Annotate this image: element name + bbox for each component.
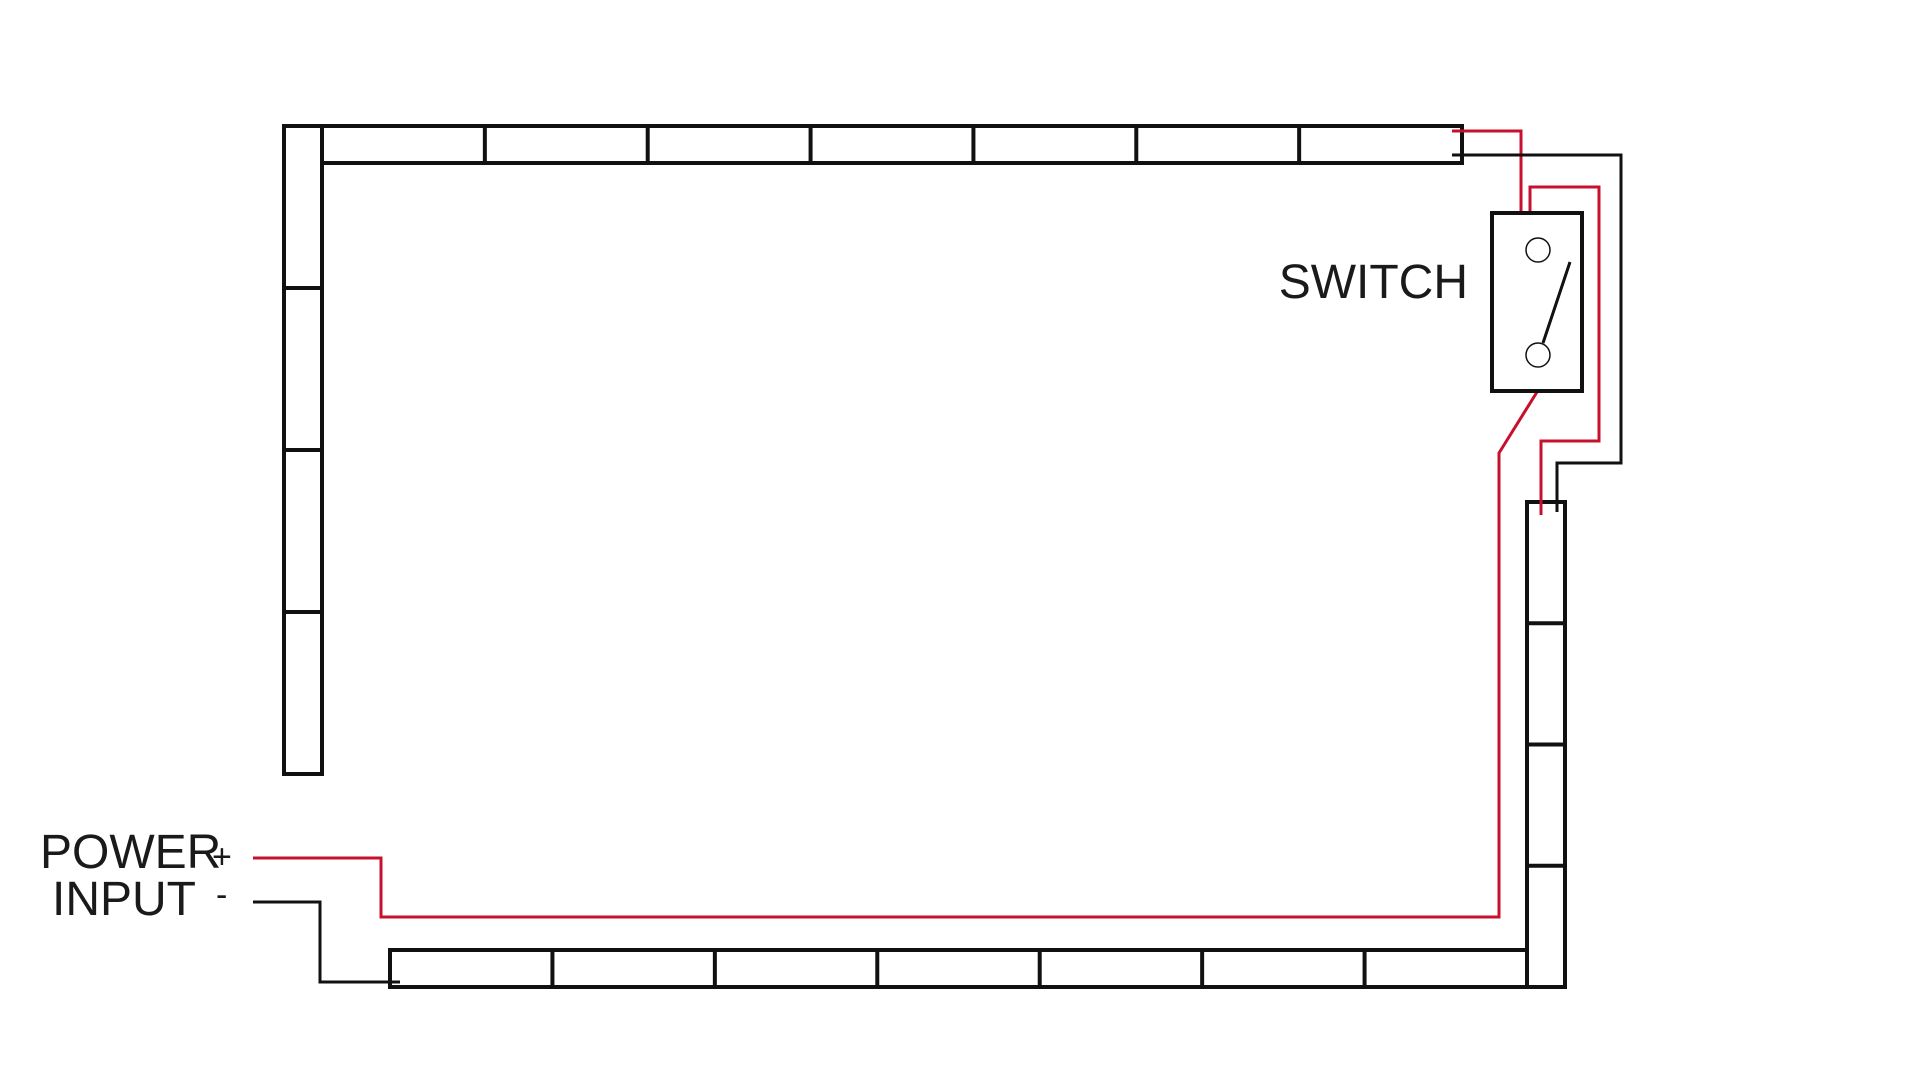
strip-dividers-left [284, 286, 322, 614]
negative-terminal-symbol: - [216, 876, 227, 914]
switch [1490, 211, 1584, 393]
strip-dividers-top [482, 126, 1302, 163]
strip-dividers-right [1527, 621, 1565, 868]
negative-wire-power-to-bottom-strip [253, 900, 400, 984]
led-strip-top [320, 124, 1464, 165]
switch-lever [1541, 261, 1572, 344]
led-strip-bottom [388, 948, 1529, 989]
positive-wire-switch-to-right-strip [1528, 185, 1601, 515]
positive-wire-top-to-switch [1452, 129, 1523, 213]
switch-top-terminal [1525, 237, 1551, 263]
switch-label: SWITCH [1279, 256, 1468, 309]
power-input-label-line1: POWER [40, 826, 221, 879]
positive-terminal-symbol: + [212, 838, 232, 876]
switch-bottom-terminal [1525, 342, 1551, 368]
led-strip-left [282, 124, 324, 776]
strip-dividers-bottom [550, 950, 1367, 987]
positive-wire-switch-to-power [253, 391, 1539, 919]
led-strip-right [1525, 500, 1567, 989]
power-input-label-line2: INPUT [52, 873, 196, 926]
negative-wire-top-to-right-strip [1452, 153, 1623, 512]
